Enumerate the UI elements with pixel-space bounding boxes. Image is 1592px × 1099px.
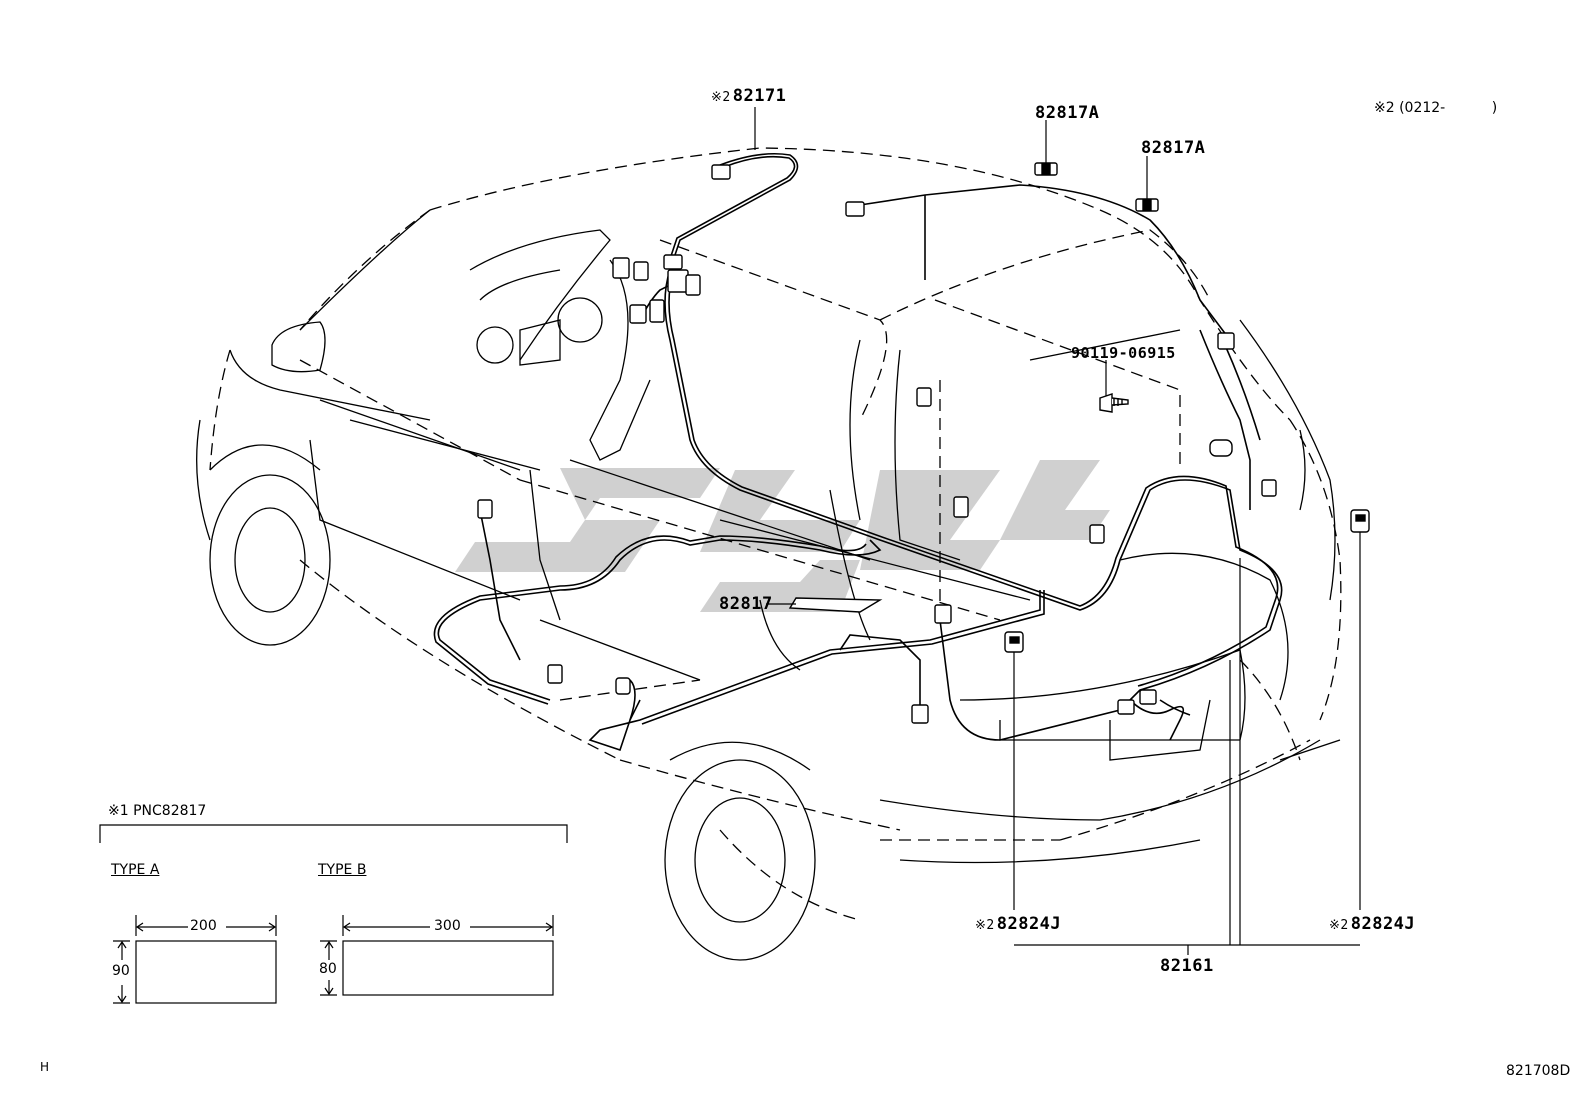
callout-90119-06915: 90119-06915 [1071,344,1176,362]
legend-type-a-diagram [113,915,277,1004]
type-a-width: 200 [188,918,219,934]
diagram-id: 821708D [1506,1063,1571,1079]
type-b-height: 80 [317,961,339,977]
callout-82824J-right-number: 82824J [1350,914,1416,934]
production-note-text: (0212- [1399,100,1446,116]
legend-header-text: PNC82817 [133,803,207,819]
production-note-close: ) [1491,100,1498,116]
legend-header-mark: ※1 [108,803,129,819]
callout-82817A-2: 82817A [1141,138,1206,158]
callout-82817A-1: 82817A [1035,103,1100,123]
callout-82824J-right-mark: ※2 [1329,918,1349,933]
legend-header: ※1 PNC82817 [108,803,206,819]
production-note-mark: ※2 [1374,100,1395,116]
legend-type-a-label: TYPE A [111,862,160,878]
production-note: ※2 (0212- ) [1374,100,1497,116]
callout-82171-number: 82171 [732,86,787,106]
type-a-height: 90 [110,963,132,979]
legend-type-b-diagram [320,915,554,996]
footer-left-code: H [40,1060,50,1074]
type-b-width: 300 [432,918,463,934]
vehicle-outline [196,147,1342,961]
callout-82824J-left-mark: ※2 [975,918,995,933]
callout-82817: 82817 [719,594,773,614]
legend-type-b-label: TYPE B [318,862,367,878]
connectors [477,162,1370,724]
callout-82161: 82161 [1160,956,1214,976]
callout-82824J-left-number: 82824J [996,914,1062,934]
wire-harness [433,152,1283,752]
callout-82171-mark: ※2 [711,90,731,105]
leader-lines [99,107,1361,955]
